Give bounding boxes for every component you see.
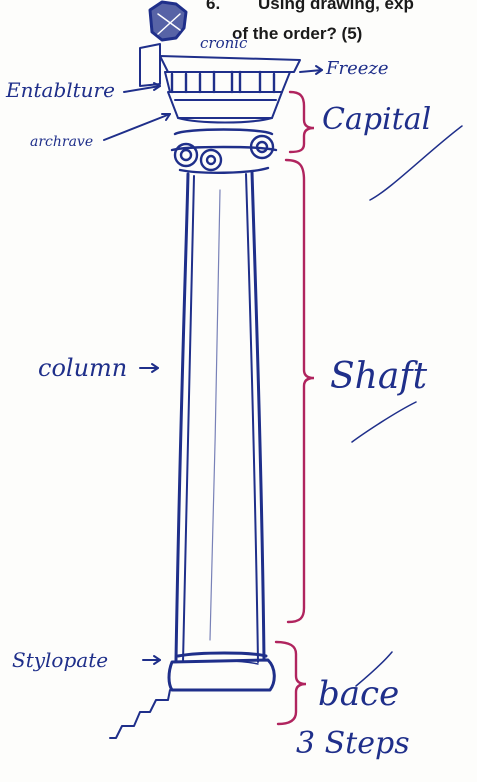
group-brackets	[276, 92, 314, 724]
label-base: bace	[318, 674, 399, 714]
pen-strokes	[352, 126, 462, 686]
shaft-lines	[176, 172, 264, 662]
label-architrave: archrave	[30, 134, 93, 150]
label-entablature: Entablture	[6, 78, 115, 102]
label-shaft: Shaft	[330, 356, 427, 397]
label-frieze: Freeze	[326, 58, 389, 79]
capital-volutes	[172, 130, 276, 173]
finial-scribble	[150, 2, 186, 40]
steps-lines	[110, 690, 180, 738]
label-column: column	[38, 354, 127, 382]
label-steps: 3 Steps	[296, 726, 410, 761]
label-capital: Capital	[322, 102, 431, 137]
label-stylobate: Stylopate	[12, 648, 108, 672]
label-cornice: cronic	[200, 34, 247, 52]
entablature-block	[140, 44, 300, 123]
